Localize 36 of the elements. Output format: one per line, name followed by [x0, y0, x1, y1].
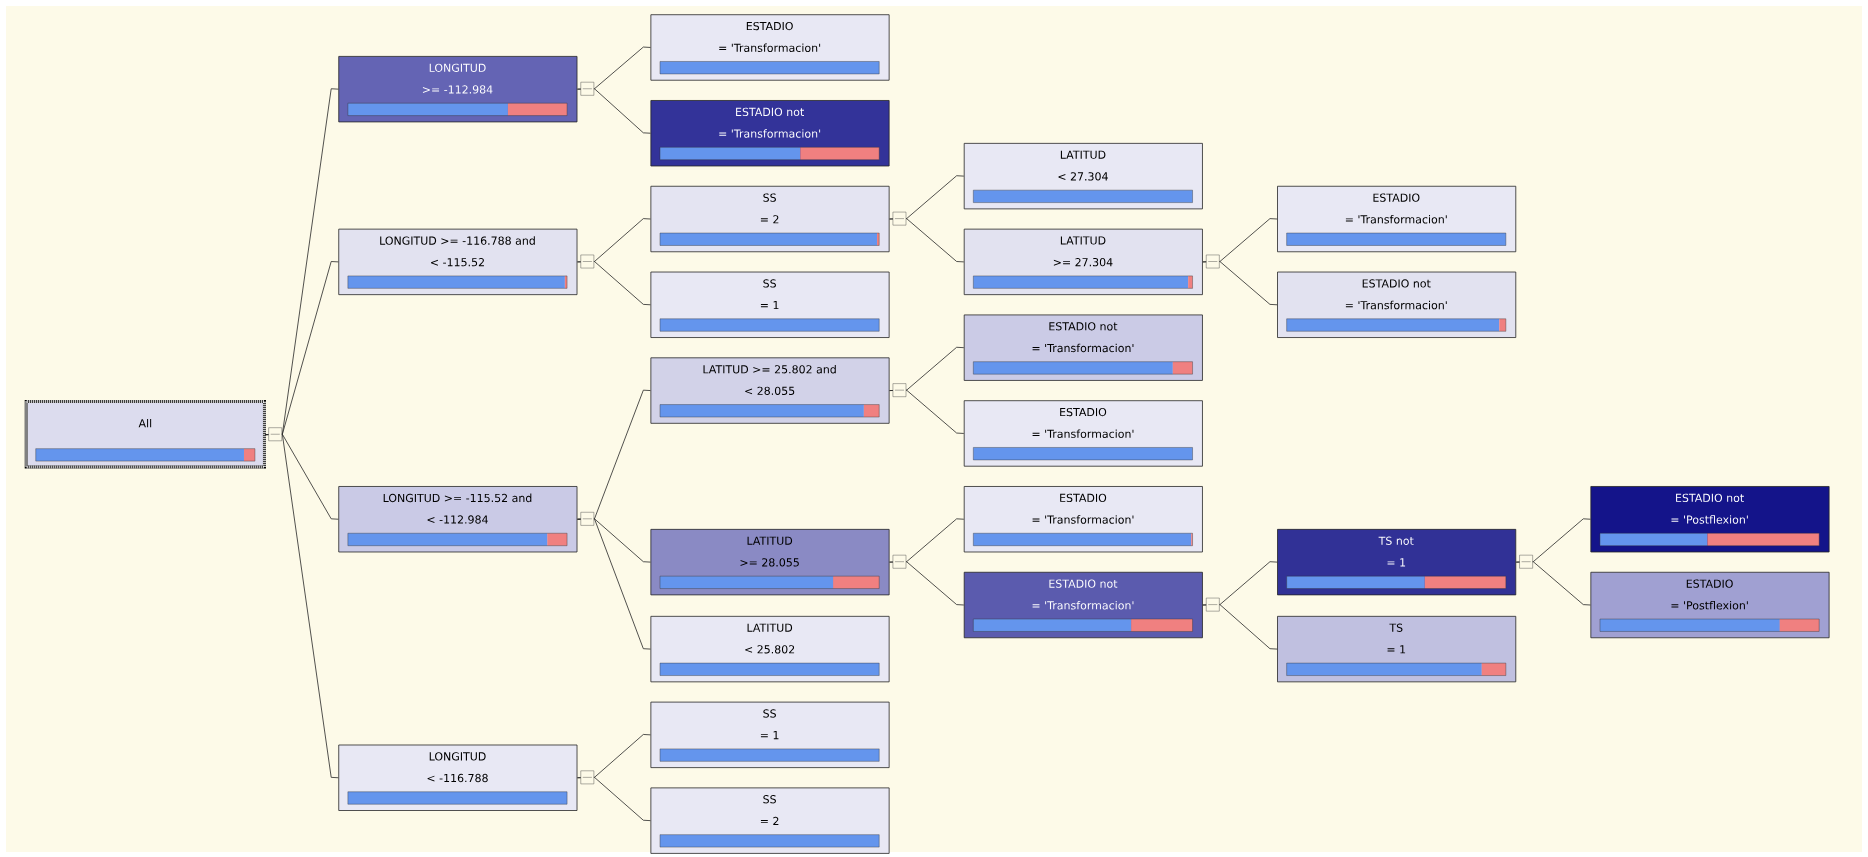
split-box: ESTADIO not = 'Postflexion': [1590, 486, 1830, 553]
tree-branch: [264, 433, 339, 779]
split-box: ESTADIO = 'Postflexion': [1590, 571, 1830, 639]
split-box: LATITUD < 25.802: [650, 615, 890, 683]
tree-branch: [889, 389, 965, 434]
split-box: ESTADIO = 'Transformacion': [650, 14, 890, 81]
split-box: LONGITUD < -116.788: [338, 744, 578, 811]
tree-branch: [1202, 604, 1278, 650]
split-box: ESTADIO not = 'Transformacion': [1277, 271, 1517, 338]
split-box: ESTADIO = 'Transformacion': [963, 400, 1203, 467]
split-box: LATITUD >= 25.802 and < 28.055: [650, 357, 890, 424]
root-node-box: All: [24, 400, 266, 469]
tree-branch: [577, 518, 651, 650]
tree-branch: [577, 88, 651, 134]
split-box: LONGITUD >= -115.52 and < -112.984: [338, 486, 578, 553]
tree-branch: [577, 776, 651, 822]
split-box: SS = 1: [650, 701, 890, 768]
tree-branch: [577, 261, 651, 306]
split-box: ESTADIO = 'Transformacion': [1277, 185, 1517, 253]
tree-branch: [889, 218, 965, 263]
split-box: ESTADIO not = 'Transformacion': [963, 571, 1203, 639]
split-box: TS = 1: [1277, 615, 1517, 683]
split-box: LATITUD >= 28.055: [650, 528, 890, 596]
split-box: TS not = 1: [1277, 528, 1517, 596]
split-box: SS = 2: [650, 787, 890, 854]
split-box: SS = 1: [650, 271, 890, 338]
split-box: LONGITUD >= -112.984: [338, 56, 578, 123]
tree-branch: [1202, 261, 1278, 306]
split-box: LONGITUD >= -116.788 and < -115.52: [338, 228, 578, 296]
split-box: ESTADIO not = 'Transformacion': [650, 100, 890, 167]
split-box: ESTADIO = 'Transformacion': [963, 486, 1203, 553]
split-box: ESTADIO not = 'Transformacion': [963, 314, 1203, 381]
split-box: LATITUD < 27.304: [963, 142, 1203, 210]
split-box: LATITUD >= 27.304: [963, 228, 1203, 296]
tree-branch: [889, 561, 965, 606]
split-box: SS = 2: [650, 185, 890, 253]
